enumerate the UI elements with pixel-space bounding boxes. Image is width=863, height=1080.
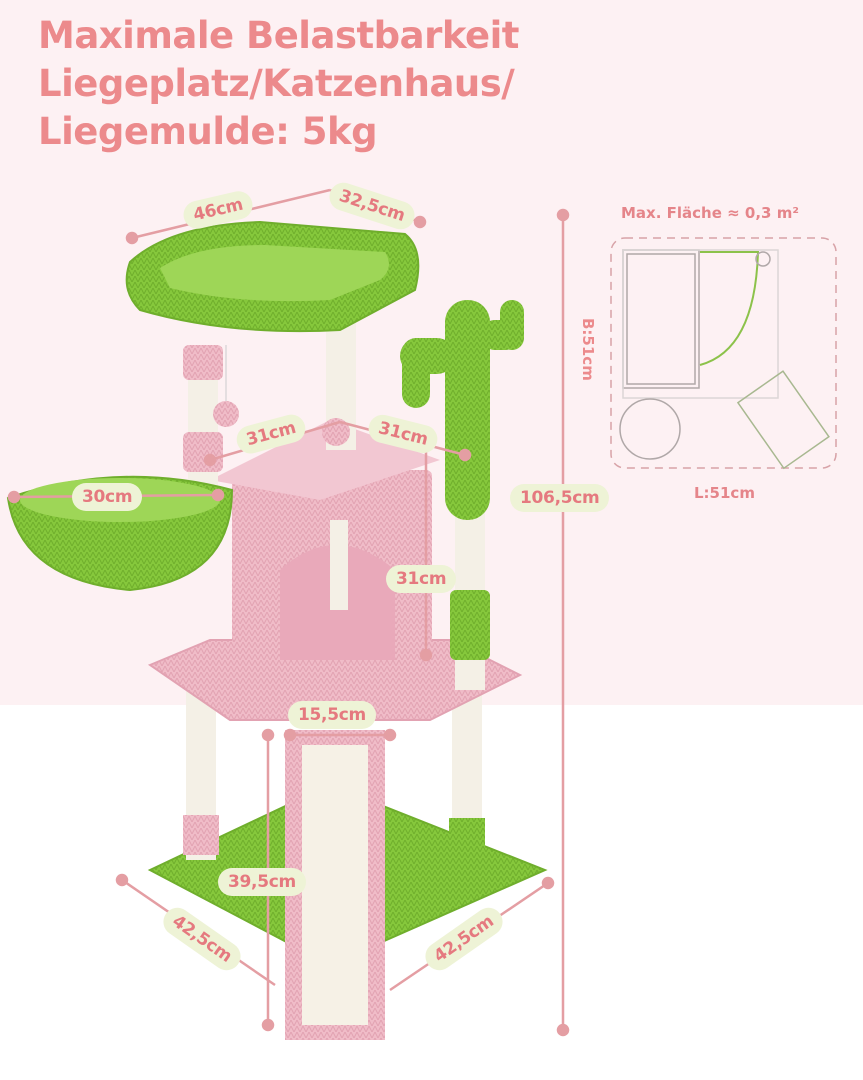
dim-ramp-width: 15,5cm [288,701,376,729]
toy-ball [213,401,239,427]
dim-total-height: 106,5cm [510,484,610,512]
max-load-headline: Maximale Belastbarkeit Liegeplatz/Katzen… [38,12,519,156]
footprint-diagram [610,237,837,470]
dim-ramp-height: 39,5cm [218,868,306,896]
dim-basket-diameter: 30cm [72,483,143,511]
post-right-lower [452,690,482,840]
max-area-label: Max. Fläche ≈ 0,3 m² [621,204,799,222]
headline-line-2: Liegeplatz/Katzenhaus/ [38,62,515,105]
headline-line-3: Liegemulde: 5kg [38,110,378,153]
headline-line-1: Maximale Belastbarkeit [38,14,519,57]
footprint-length-label: L:51cm [694,484,755,502]
dim-house-height: 31cm [386,565,457,593]
footprint-width-label: B:51cm [579,318,597,381]
cactus-post [445,300,490,520]
